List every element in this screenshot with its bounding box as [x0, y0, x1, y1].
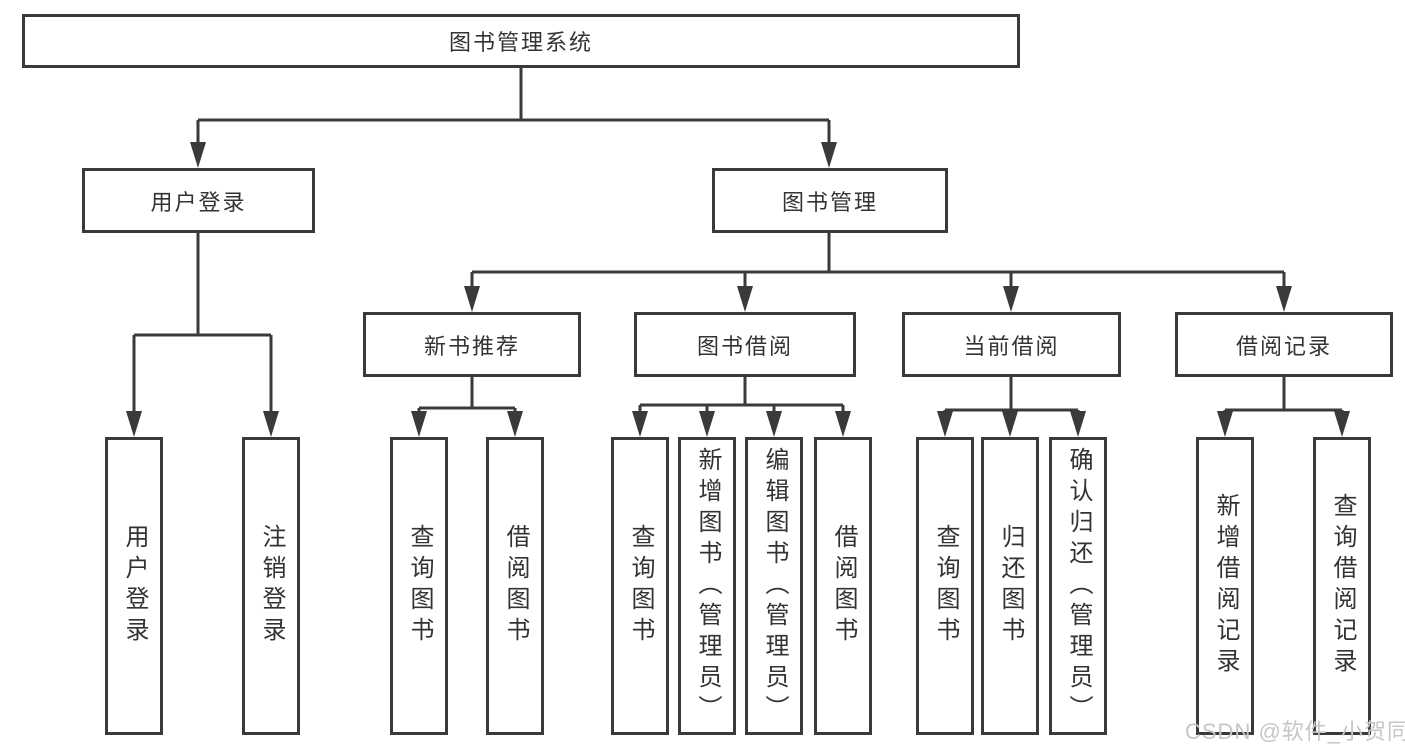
arrow-leaf-borrow2 — [835, 411, 851, 437]
arrow-leaf-userlogin — [126, 411, 142, 437]
arrow-leaf-return — [1002, 411, 1018, 437]
leaf-query-books-1: 查询图书 — [390, 437, 448, 735]
arrow-leaf-borrow1 — [507, 411, 523, 437]
connector-root-to-level2 — [196, 68, 831, 143]
leaf-add-book-admin-label: 新增图书（管理员） — [694, 446, 721, 726]
arrow-leaf-query1 — [411, 411, 427, 437]
node-borrow-records: 借阅记录 — [1175, 312, 1393, 377]
leaf-query-books-2: 查询图书 — [611, 437, 669, 735]
connector-userlogin-to-leaves — [132, 233, 273, 412]
leaf-add-borrow-record: 新增借阅记录 — [1196, 437, 1254, 735]
node-current-borrow: 当前借阅 — [902, 312, 1121, 377]
arrow-to-bookmgmt — [821, 142, 837, 168]
leaf-edit-book-admin: 编辑图书（管理员） — [745, 437, 803, 735]
leaf-query-books-3-label: 查询图书 — [932, 524, 959, 648]
arrow-to-userlogin — [190, 142, 206, 168]
arrow-leaf-queryrecord — [1334, 411, 1350, 437]
node-book-borrow: 图书借阅 — [634, 312, 856, 377]
leaf-query-borrow-record-label: 查询借阅记录 — [1329, 493, 1356, 679]
arrow-to-records — [1276, 286, 1292, 312]
leaf-borrow-books-1: 借阅图书 — [486, 437, 544, 735]
connector-records-to-leaves — [1223, 377, 1344, 412]
arrow-leaf-addrecord — [1217, 411, 1233, 437]
arrow-to-current — [1003, 286, 1019, 312]
leaf-return-books-label: 归还图书 — [997, 524, 1024, 648]
leaf-borrow-books-1-label: 借阅图书 — [502, 524, 529, 648]
node-new-book-recommend: 新书推荐 — [363, 312, 581, 377]
leaf-confirm-return-admin-label: 确认归还（管理员） — [1065, 446, 1092, 726]
node-borrow-records-label: 借阅记录 — [1235, 333, 1332, 359]
node-current-borrow-label: 当前借阅 — [963, 333, 1060, 359]
arrow-leaf-addbook — [699, 411, 715, 437]
node-user-login: 用户登录 — [82, 168, 315, 233]
csdn-watermark: CSDN @软件_小贺同学 — [1185, 719, 1405, 744]
leaf-borrow-books-2: 借阅图书 — [814, 437, 872, 735]
node-new-book-recommend-label: 新书推荐 — [423, 333, 520, 359]
leaf-query-books-3: 查询图书 — [916, 437, 974, 735]
node-user-login-label: 用户登录 — [150, 189, 247, 215]
connector-current-to-leaves — [943, 377, 1080, 412]
arrow-leaf-query2 — [632, 411, 648, 437]
connector-newbooks-to-leaves — [417, 377, 517, 412]
arrow-leaf-logout — [263, 411, 279, 437]
leaf-return-books: 归还图书 — [981, 437, 1039, 735]
arrow-leaf-editbook — [766, 411, 782, 437]
arrow-leaf-confirmreturn — [1070, 411, 1086, 437]
leaf-query-books-1-label: 查询图书 — [406, 524, 433, 648]
leaf-query-books-2-label: 查询图书 — [627, 524, 654, 648]
node-book-borrow-label: 图书借阅 — [696, 333, 793, 359]
leaf-add-book-admin: 新增图书（管理员） — [678, 437, 736, 735]
leaf-add-borrow-record-label: 新增借阅记录 — [1212, 493, 1239, 679]
leaf-edit-book-admin-label: 编辑图书（管理员） — [761, 446, 788, 726]
node-book-management-label: 图书管理 — [781, 189, 878, 215]
arrow-leaf-query3 — [937, 411, 953, 437]
node-book-management: 图书管理 — [712, 168, 948, 233]
arrow-to-newbooks — [464, 286, 480, 312]
leaf-confirm-return-admin: 确认归还（管理员） — [1049, 437, 1107, 735]
leaf-query-borrow-record: 查询借阅记录 — [1313, 437, 1371, 735]
leaf-user-login: 用户登录 — [105, 437, 163, 735]
arrow-to-borrow — [737, 286, 753, 312]
connector-borrow-to-leaves — [638, 377, 845, 412]
leaf-logout: 注销登录 — [242, 437, 300, 735]
node-root-system: 图书管理系统 — [22, 14, 1020, 68]
connector-bookmgmt-to-level3 — [470, 233, 1286, 287]
leaf-user-login-label: 用户登录 — [121, 524, 148, 648]
leaf-borrow-books-2-label: 借阅图书 — [830, 524, 857, 648]
node-root-system-label: 图书管理系统 — [448, 30, 593, 55]
leaf-logout-label: 注销登录 — [258, 524, 285, 648]
